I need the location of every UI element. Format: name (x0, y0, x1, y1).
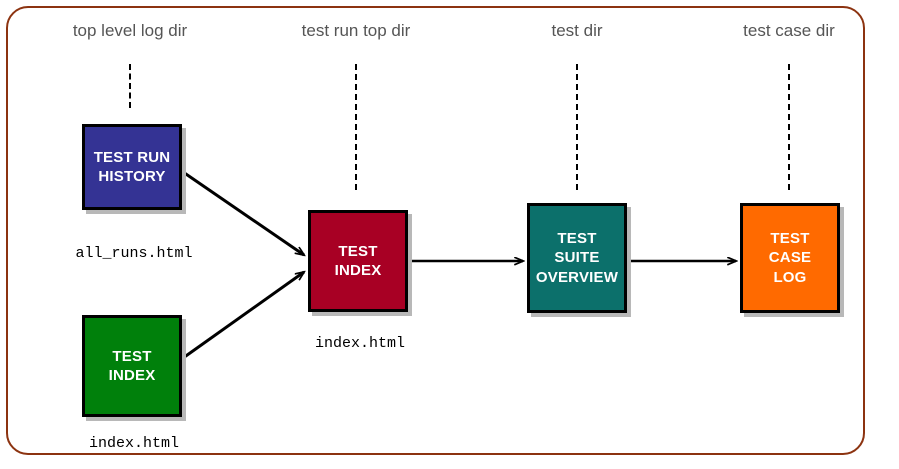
dashed-connector-top-level-log-dir (129, 64, 131, 108)
node-test-index-green-line-1: TEST (112, 347, 152, 365)
node-test-suite-overview-line-2: SUITE (554, 249, 600, 267)
node-test-case-log-line-3: LOG (773, 268, 807, 286)
node-test-case-log-line-2: CASE (768, 249, 812, 267)
node-test-case-log[interactable]: TEST CASE LOG (740, 203, 840, 313)
file-label-all-runs-html: all_runs.html (75, 245, 193, 262)
dashed-connector-test-case-dir (788, 64, 790, 190)
node-test-index-red-line-1: TEST (338, 242, 378, 260)
arrow-history-to-index (182, 170, 304, 255)
dashed-connector-test-run-top-dir (355, 64, 357, 190)
node-test-suite-overview-line-1: TEST (557, 229, 597, 247)
node-test-run-history-line-1: TEST RUN (93, 148, 171, 166)
file-label-index-html-red: index.html (314, 335, 406, 352)
node-test-run-history-line-2: HISTORY (98, 168, 166, 185)
column-title-test-run-top-dir: test run top dir (301, 21, 411, 40)
file-label-index-html-green: index.html (88, 435, 180, 452)
node-test-index-red[interactable]: TEST INDEX (308, 210, 408, 312)
dashed-connector-test-dir (576, 64, 578, 190)
node-test-index-red-line-2: INDEX (334, 262, 382, 279)
node-test-run-history[interactable]: TEST RUN HISTORY (82, 124, 182, 210)
column-title-top-level-log-dir: top level log dir (72, 21, 188, 40)
node-test-index-green-line-2: INDEX (108, 367, 156, 384)
column-title-test-dir: test dir (551, 21, 603, 40)
node-test-index-green[interactable]: TEST INDEX (82, 315, 182, 417)
node-test-case-log-line-1: TEST (770, 229, 810, 247)
node-test-suite-overview[interactable]: TEST SUITE OVERVIEW (527, 203, 627, 313)
column-title-test-case-dir: test case dir (743, 21, 835, 40)
arrow-green-index-to-red-index (182, 272, 304, 360)
node-test-suite-overview-line-3: OVERVIEW (535, 268, 619, 286)
